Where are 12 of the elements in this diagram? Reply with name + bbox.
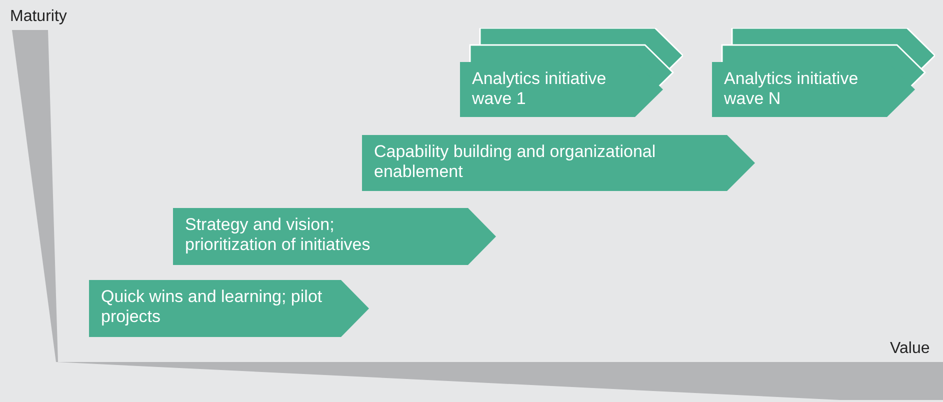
step-text: Strategy and vision; prioritization of initiatives <box>185 215 372 255</box>
step-text: Analytics initiative wave 1 <box>472 69 608 109</box>
axis-label: Maturity <box>10 8 67 26</box>
stacked-chevron-drawing <box>460 28 683 117</box>
axis-label: Value <box>890 340 930 358</box>
step-text: Quick wins and learning; pilot projects <box>101 287 324 327</box>
step-text: Analytics initiative wave N <box>724 69 860 109</box>
step-text: Capability building and organizational enablement <box>374 142 657 182</box>
stacked-chevron-drawing <box>712 28 935 117</box>
chevron-band <box>362 135 755 191</box>
chevron-band <box>89 280 369 337</box>
chevron-band <box>173 208 496 265</box>
